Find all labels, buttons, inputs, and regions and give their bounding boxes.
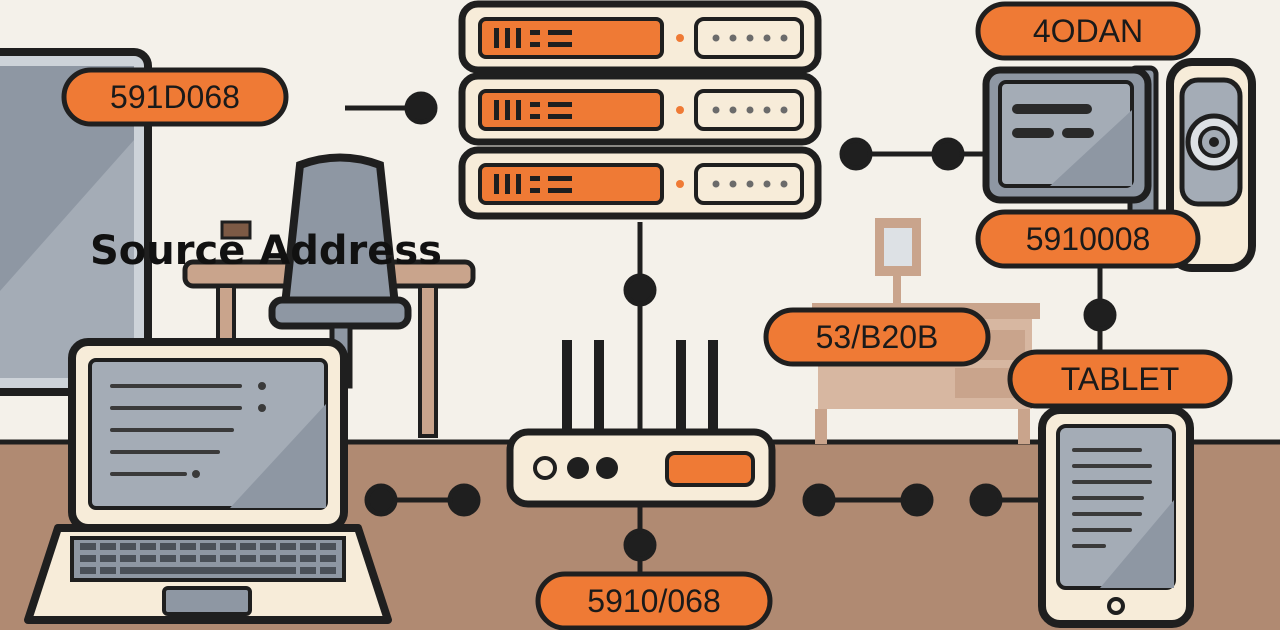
label-pill-5910-068: 5910/068: [535, 571, 773, 630]
label-pill-53b20b: 53/B20B: [763, 307, 991, 367]
server-rack-icon: [458, 0, 822, 220]
label-text-5910008: 5910008: [1026, 221, 1151, 257]
desk-chair-icon: [182, 153, 476, 438]
security-camera-icon: [1166, 58, 1256, 272]
label-pill-5910008: 5910008: [975, 209, 1201, 269]
label-text-tablet: TABLET: [1061, 361, 1180, 397]
tablet-icon: [1038, 406, 1194, 628]
label-pill-tablet: TABLET: [1007, 349, 1233, 409]
label-text-53b20b: 53/B20B: [816, 319, 939, 355]
label-pill-591d068: 591D068: [61, 67, 289, 127]
heading-source-address: Source Address: [90, 228, 442, 274]
label-text-5910-068: 5910/068: [587, 583, 720, 619]
router-icon: [506, 340, 776, 508]
label-text-4odan: 4ODAN: [1033, 13, 1143, 49]
display-panel-icon: [982, 65, 1159, 261]
label-text-591d068: 591D068: [110, 79, 240, 115]
laptop-icon: [24, 338, 392, 624]
label-pill-4odan: 4ODAN: [975, 1, 1201, 61]
connection-lines: [345, 91, 1117, 580]
